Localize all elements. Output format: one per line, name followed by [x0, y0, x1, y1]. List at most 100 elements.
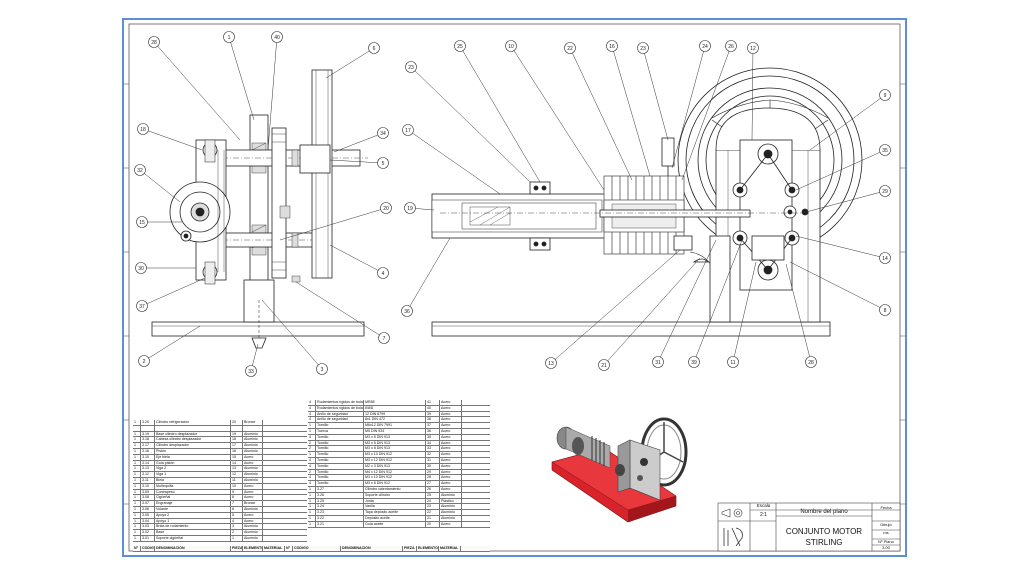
balloon-number: 8	[884, 308, 887, 314]
balloon-circle	[545, 357, 557, 369]
table-cell: Acero	[440, 440, 462, 446]
scale-value: 2:1	[760, 512, 767, 518]
balloon-number: 7	[383, 336, 386, 342]
table-cell: 3.07	[141, 501, 155, 506]
balloon-number: 4	[382, 271, 385, 277]
table-header-cell: DENOMINACIÓN	[341, 546, 403, 551]
table-cell: Tornillo	[316, 434, 364, 440]
balloon-number: 23	[640, 46, 646, 52]
balloon-circle	[652, 356, 664, 368]
table-cell: 3.27	[316, 486, 364, 492]
table-cell: Contrapeso	[155, 489, 231, 495]
balloon-circle	[879, 144, 891, 156]
table-cell: 3.06	[141, 506, 155, 512]
table-cell: M6x12 DIN 7991	[364, 423, 426, 428]
table-header-cell: PIEZA	[403, 546, 417, 551]
table-cell: 17	[231, 443, 243, 448]
table-cell: 36	[426, 428, 440, 434]
sheet-inner-border	[128, 23, 901, 552]
table-cell: 1	[308, 492, 316, 498]
table-cell: Cilindro desplazador	[155, 443, 231, 448]
balloon-number: 1	[228, 35, 231, 41]
table-cell: Brida de rodamiento	[155, 524, 231, 530]
table-cell: 18	[231, 437, 243, 443]
table-cell: Soporte cilindro	[364, 492, 426, 498]
table-cell: Tornillo	[316, 463, 364, 469]
table-cell: Base cilindro desplazador	[155, 431, 231, 437]
balloon-circle	[377, 127, 389, 139]
table-cell: M5 DIN 934	[364, 428, 426, 434]
table-cell: Aluminio	[243, 506, 263, 512]
balloon-number: 35	[882, 148, 888, 154]
table-cell: 1	[133, 501, 141, 506]
table-cell: 9	[231, 489, 243, 495]
right-view	[431, 67, 863, 337]
table-cell: M3 x 5 DIN 913	[364, 434, 426, 440]
balloon-number: 19	[407, 206, 413, 212]
table-cell: Bronce	[243, 501, 263, 506]
oil-cup	[661, 137, 675, 167]
table-cell: 3.22	[316, 515, 364, 521]
balloon-number: 32	[137, 168, 143, 174]
balloon-number: 3	[321, 367, 324, 373]
table-cell: 1	[133, 495, 141, 501]
table-cell: Acero	[440, 452, 462, 457]
table-cell: Aluminio	[440, 504, 462, 510]
table-cell: 1	[133, 448, 141, 454]
table-cell: Acero	[243, 483, 263, 489]
table-cell: M2 x 3 DIN 913	[364, 463, 426, 469]
table-cell: Junta	[364, 498, 426, 504]
table-cell: M3 x 8 DIN 913	[364, 446, 426, 452]
table-cell: Aluminio	[440, 515, 462, 521]
table-cell: 13	[231, 466, 243, 472]
balloon-circle	[727, 356, 739, 368]
table-cell: Eje biela	[155, 454, 231, 460]
table-cell: Plástico	[440, 498, 462, 504]
balloon-number: 22	[567, 46, 573, 52]
table-cell: Acero	[440, 475, 462, 481]
table-cell: 1	[308, 515, 316, 521]
table-cell: Aluminio	[440, 510, 462, 515]
table-cell: 1	[133, 506, 141, 512]
balloon-circle	[699, 40, 711, 52]
balloon-circle	[138, 355, 150, 367]
table-cell: Acero	[440, 405, 462, 411]
table-cell: 4	[308, 463, 316, 469]
balloon-number: 31	[655, 360, 661, 366]
balloon-circle	[368, 42, 380, 54]
table-cell: 21	[426, 515, 440, 521]
balloon-number: 15	[139, 220, 145, 226]
table-cell	[133, 425, 141, 431]
balloon-circle	[879, 304, 891, 316]
table-cell: 14	[231, 460, 243, 466]
table-cell: M4 x 12 DIN 912	[364, 469, 426, 475]
table-cell: 2	[308, 440, 316, 446]
table-cell: 20	[426, 521, 440, 527]
balloon-number: 2	[143, 359, 146, 365]
scale-label: Escala	[756, 503, 771, 508]
table-cell: 4	[308, 411, 316, 417]
table-cell: Cilindro calentamiento	[364, 486, 426, 492]
table-header-cell: DENOMINACIÓN	[155, 546, 231, 551]
table-cell: 32	[426, 452, 440, 457]
table-cell: Acero	[243, 518, 263, 524]
table-cell: Acero	[440, 486, 462, 492]
balloon-circle	[377, 267, 389, 279]
table-header-row: NºCÓDIGODENOMINACIÓNPIEZAELEMENTOMATERIA…	[133, 546, 490, 552]
